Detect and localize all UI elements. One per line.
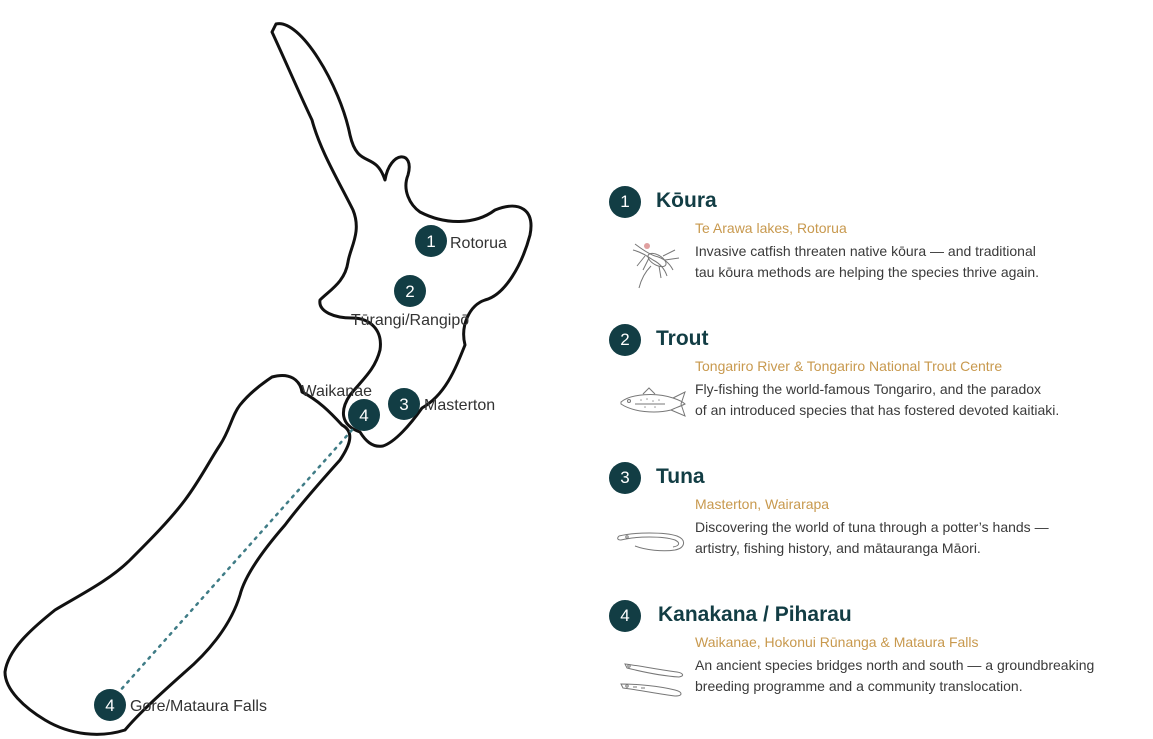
legend-description-line: Fly-fishing the world-famous Tongariro, … [695,381,1042,397]
legend-description: An ancient species bridges north and sou… [695,655,1094,697]
legend-number-badge: 4 [609,600,641,632]
legend-title: Tuna [656,465,705,488]
legend-subtitle: Masterton, Wairarapa [695,496,830,512]
tuna-eel-icon [615,512,691,568]
legend-description-line: An ancient species bridges north and sou… [695,657,1095,673]
legend-entry-trout[interactable]: 2 Trout Tongariro River & Tongariro Nati… [609,324,1153,434]
trout-fish-icon [615,374,691,430]
legend-number-badge: 3 [609,462,641,494]
legend-description-line: tau kōura methods are helping the specie… [695,264,1039,280]
lamprey-icon [615,650,691,706]
kanakana-route-line [116,428,354,695]
legend-description: Fly-fishing the world-famous Tongariro, … [695,379,1059,421]
legend-title: Kōura [656,189,717,212]
legend-title: Trout [656,327,709,350]
north-island-outline [270,22,533,448]
svg-text:4: 4 [359,406,368,425]
legend-description: Discovering the world of tuna through a … [695,517,1049,559]
legend-description-line: Discovering the world of tuna through a … [695,519,1049,535]
svg-text:Masterton: Masterton [424,397,495,414]
svg-text:3: 3 [399,395,408,414]
legend-description-line: Invasive catfish threaten native kōura —… [695,243,1036,259]
legend-description-line: artistry, fishing history, and mātaurang… [695,540,981,556]
svg-text:Waikanae: Waikanae [301,383,372,400]
svg-text:2: 2 [405,282,414,301]
svg-text:Rotorua: Rotorua [450,235,507,252]
svg-text:4: 4 [105,696,114,715]
legend-subtitle: Waikanae, Hokonui Rūnanga & Mataura Fall… [695,634,979,650]
map-marker-gore[interactable]: 4 Gore/Mataura Falls [94,689,267,721]
map-marker-masterton[interactable]: 3 Masterton [388,388,495,420]
svg-text:Gore/Mataura Falls: Gore/Mataura Falls [130,698,267,715]
map-marker-waikanae[interactable]: 4 Waikanae [301,383,380,431]
south-island-outline [3,374,352,736]
legend-number-badge: 1 [609,186,641,218]
svg-text:Tūrangi/Rangipō: Tūrangi/Rangipō [351,312,469,329]
svg-text:1: 1 [426,232,435,251]
legend-description-line: of an introduced species that has foster… [695,402,1060,418]
map-marker-rotorua[interactable]: 1 Rotorua [415,225,507,257]
legend-title: Kanakana / Piharau [658,603,852,626]
legend-subtitle: Te Arawa lakes, Rotorua [695,220,847,236]
legend-description-line: breeding programme and a community trans… [695,678,1023,694]
legend-description: Invasive catfish threaten native kōura —… [695,241,1039,283]
legend-subtitle: Tongariro River & Tongariro National Tro… [695,358,1003,374]
legend-entry-tuna[interactable]: 3 Tuna Masterton, Wairarapa Discovering … [609,462,1153,572]
legend-entry-kanakana[interactable]: 4 Kanakana / Piharau Waikanae, Hokonui R… [609,600,1153,710]
legend-entry-koura[interactable]: 1 Kōura Te Arawa lakes, Rotorua Invasive… [609,186,1153,296]
new-zealand-map: 1 Rotorua 2 Tūrangi/Rangipō 3 Masterton … [3,22,533,736]
legend-number-badge: 2 [609,324,641,356]
map-marker-turangi[interactable]: 2 Tūrangi/Rangipō [351,275,469,329]
koura-crayfish-icon [615,236,691,292]
